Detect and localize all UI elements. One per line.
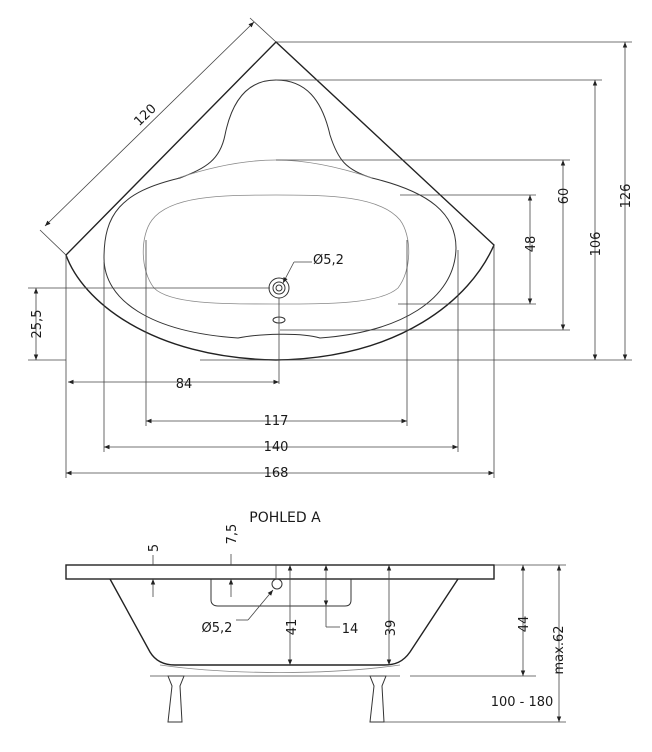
dim-106: 106 xyxy=(589,232,604,257)
dim-14: 14 xyxy=(342,622,359,637)
dim-44: 44 xyxy=(517,616,532,633)
dim-drain-side: Ø5,2 xyxy=(202,621,233,636)
foot-right xyxy=(369,675,387,723)
foot-left xyxy=(167,675,185,723)
dim-120-line xyxy=(44,21,255,227)
dim-39: 39 xyxy=(384,620,399,637)
dim-drain-top: Ø5,2 xyxy=(313,253,344,268)
drain-box xyxy=(210,579,352,607)
dim-48: 48 xyxy=(524,236,539,253)
side-view-title: POHLED A xyxy=(249,510,321,526)
dim-5: 5 xyxy=(147,544,162,552)
dim-84: 84 xyxy=(176,377,193,392)
headrest-line xyxy=(177,159,373,179)
dim-140: 140 xyxy=(264,440,289,455)
drain-inner xyxy=(275,284,283,292)
dim-41: 41 xyxy=(285,619,300,636)
dim-25-5: 25,5 xyxy=(30,310,45,339)
dim-117: 117 xyxy=(264,414,289,429)
drain-mid xyxy=(272,281,286,295)
tub-body-side xyxy=(109,578,459,666)
side-view: POHLED A 5 7,5 Ø5,2 41 14 xyxy=(65,510,567,723)
tub-rim-side xyxy=(65,564,495,580)
top-view: 120 126 106 60 48 25,5 Ø5,2 xyxy=(28,17,634,481)
drain-outer xyxy=(268,277,290,299)
dim-legs: 100 - 180 xyxy=(491,695,554,710)
dim-120: 120 xyxy=(131,101,159,129)
dim-168: 168 xyxy=(264,466,289,481)
tub-basin-outline xyxy=(103,79,457,339)
dim-60: 60 xyxy=(557,188,572,205)
dim-126: 126 xyxy=(619,184,634,209)
drain-side-icon xyxy=(271,578,283,590)
dim-max62: max.62 xyxy=(552,626,567,675)
dim-7-5: 7,5 xyxy=(225,524,240,545)
